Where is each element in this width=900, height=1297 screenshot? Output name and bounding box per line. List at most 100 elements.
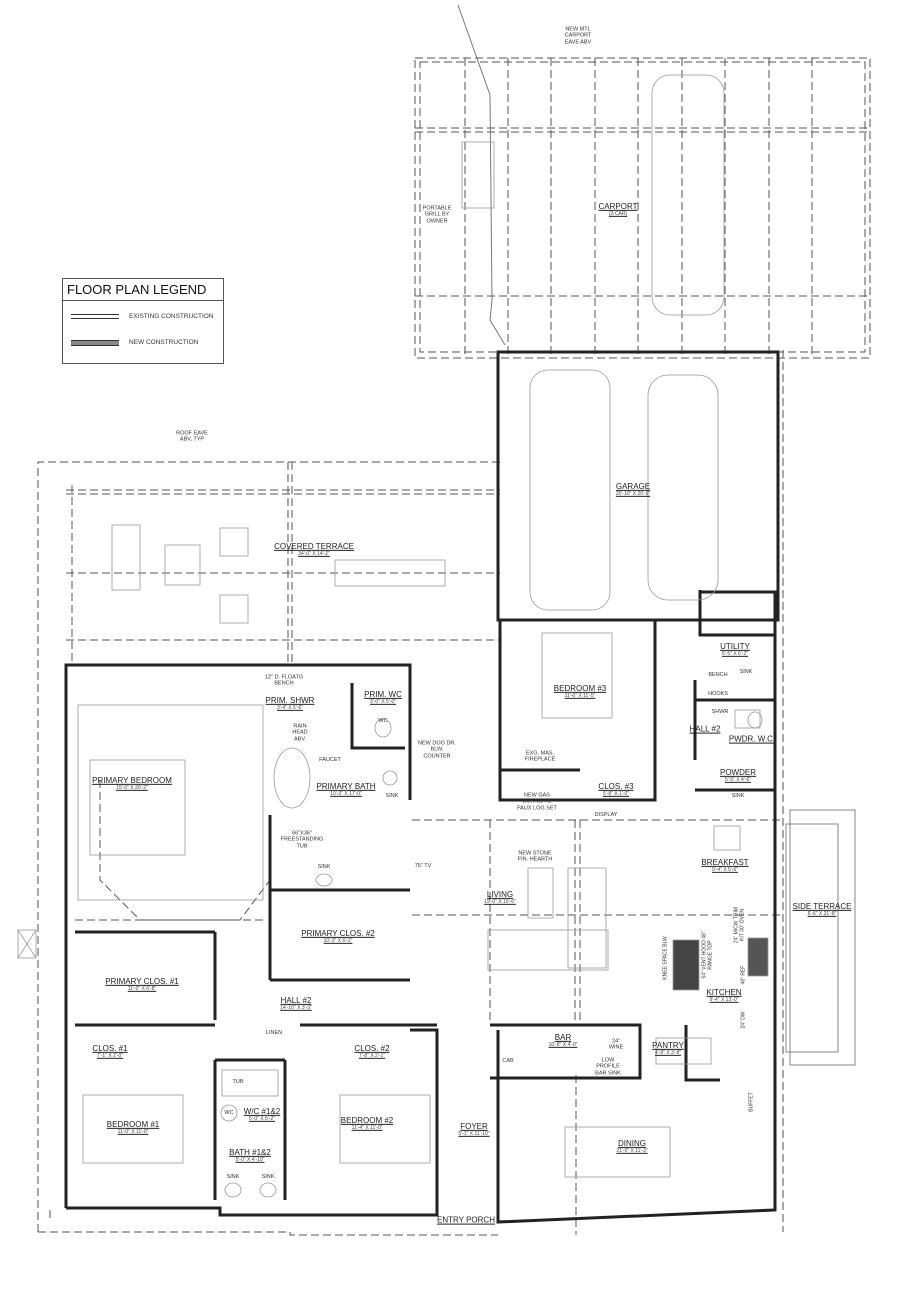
legend-label: EXISTING CONSTRUCTION: [129, 313, 214, 320]
note-carport-eave: NEW MTL CARPORT EAVE ABV: [564, 26, 592, 46]
room-dimensions: 14'-10" X 3'-3": [280, 1004, 312, 1011]
room-dimensions: 5'-0" X 4'-10": [235, 1156, 265, 1163]
note-bench: 12" D. FLOATG BENCH: [264, 674, 304, 687]
room-name: BEDROOM #1: [106, 1119, 160, 1129]
existing-line-swatch: [71, 314, 119, 319]
note-dw: 24" DW: [740, 1011, 747, 1029]
note-roof-eave: ROOF EAVE ABV, TYP: [176, 430, 208, 443]
room-dimensions: 11'-0" X 6'-8": [127, 985, 157, 992]
note-linen: LINEN: [265, 1029, 283, 1036]
room-dimensions: 11'-0" X 11'-0": [117, 1128, 149, 1135]
legend-item-new: NEW CONSTRUCTION: [71, 339, 198, 346]
bedroom1-bed-icon: [82, 1094, 184, 1164]
room-dimensions: 9'-4" X 5'-6": [711, 866, 739, 873]
new-line-swatch: [71, 339, 119, 346]
side-terrace-outline: [789, 809, 856, 1066]
room-name: SIDE TERRACE: [792, 901, 852, 911]
room-name: UTILITY: [720, 641, 750, 651]
note-ref: 48" REF: [740, 965, 747, 985]
terrace-table: [334, 559, 446, 587]
room-dimensions: 10'-3" X 6'-2": [323, 937, 353, 944]
note-bar-sink: LOW PROFILE BAR SINK: [595, 1057, 621, 1077]
legend-item-existing: EXISTING CONSTRUCTION: [71, 313, 214, 320]
note-tub-small: TUB: [232, 1078, 244, 1085]
note-fireplace: EXG. MAS. FIREPLACE: [524, 750, 556, 763]
room-name: LIVING: [486, 889, 514, 899]
garage-car-1: [529, 369, 611, 611]
room-name: PRIM. SHWR: [265, 695, 315, 705]
room-dimensions: 10'-3" X 17'-0": [330, 790, 362, 797]
note-buffet: BUFFET: [748, 1092, 755, 1112]
note-sink: SINK: [739, 668, 753, 675]
room-name: PANTRY: [652, 1040, 684, 1050]
room-dimensions: 21'-0" X 11'-3": [616, 1147, 648, 1154]
room-dimensions: 11'-6" X 11'-5": [564, 692, 596, 699]
room-label: ENTRY PORCH: [437, 1215, 495, 1226]
room-name: PWDR. W.C.: [728, 734, 776, 744]
room-name: GARAGE: [615, 481, 651, 491]
room-name: CLOS. #1: [92, 1043, 128, 1053]
room-dimensions: 11'-4" X 11'-0": [351, 1124, 383, 1131]
room-name: CLOS. #3: [598, 781, 634, 791]
room-dimensions: 6'-6" X 21'-8": [807, 910, 837, 917]
note-tv: 75" TV: [414, 862, 432, 869]
room-name: ENTRY PORCH: [437, 1215, 495, 1225]
room-name: PRIMARY CLOS. #1: [105, 976, 179, 986]
note-tub: 66"X36" FREESTANDING TUB: [280, 830, 324, 850]
note-rain-head: RAIN HEAD ABV.: [292, 723, 308, 743]
room-name: POWDER: [720, 767, 756, 777]
room-dimensions: 20'-10" X 20'-6": [615, 490, 651, 497]
room-dimensions: 5'-1" X 11'-10": [458, 1130, 490, 1137]
room-name: PRIMARY BEDROOM: [92, 775, 172, 785]
room-dimensions: 19'-0" X 16'-6": [484, 898, 516, 905]
garage-walls: [496, 350, 780, 622]
room-name: HALL #2: [689, 724, 721, 734]
room-name: PRIM. WC: [364, 689, 402, 699]
carport-eave: [414, 57, 871, 359]
floor-plan-legend: FLOOR PLAN LEGEND EXISTING CONSTRUCTION …: [62, 278, 224, 364]
room-name: BATH #1&2: [229, 1147, 271, 1157]
room-name: BEDROOM #3: [553, 683, 607, 693]
terraces: [785, 809, 856, 1066]
carport-car: [651, 74, 725, 316]
carport-roof-line: [457, 4, 506, 346]
note-shwr: SHWR: [711, 708, 729, 715]
window-box-icon: [17, 929, 37, 959]
room-dimensions: 15'-0" X 20'-2": [116, 784, 148, 791]
walls: [64, 350, 780, 1224]
note-sink: SINK: [317, 863, 331, 870]
room-dimensions: 5'-0" X 5'-2": [248, 1115, 276, 1122]
room-dimensions: 5'-5" X 6'-2": [721, 650, 749, 657]
bedroom2-bed-icon: [339, 1094, 431, 1164]
room-dimensions: 5'-5" X 4'-6": [724, 776, 752, 783]
note-hearth: NEW STONE FIN. HEARTH: [517, 850, 553, 863]
note-bench-utility: BENCH: [708, 671, 728, 678]
room-name: BAR: [554, 1032, 572, 1042]
room-name: COVERED TERRACE: [274, 541, 354, 551]
eave-lines: [37, 57, 871, 1236]
room-name: BEDROOM #2: [340, 1115, 394, 1125]
note-wc: WC: [224, 1109, 234, 1116]
note-sink: SINK: [261, 1173, 275, 1180]
primary-bed-icon: [89, 759, 186, 856]
range-top-icon: [672, 939, 700, 991]
room-name: DINING: [618, 1138, 646, 1148]
prim-wc-toilet-icon: [374, 718, 392, 738]
freestanding-tub-icon: [273, 747, 311, 809]
